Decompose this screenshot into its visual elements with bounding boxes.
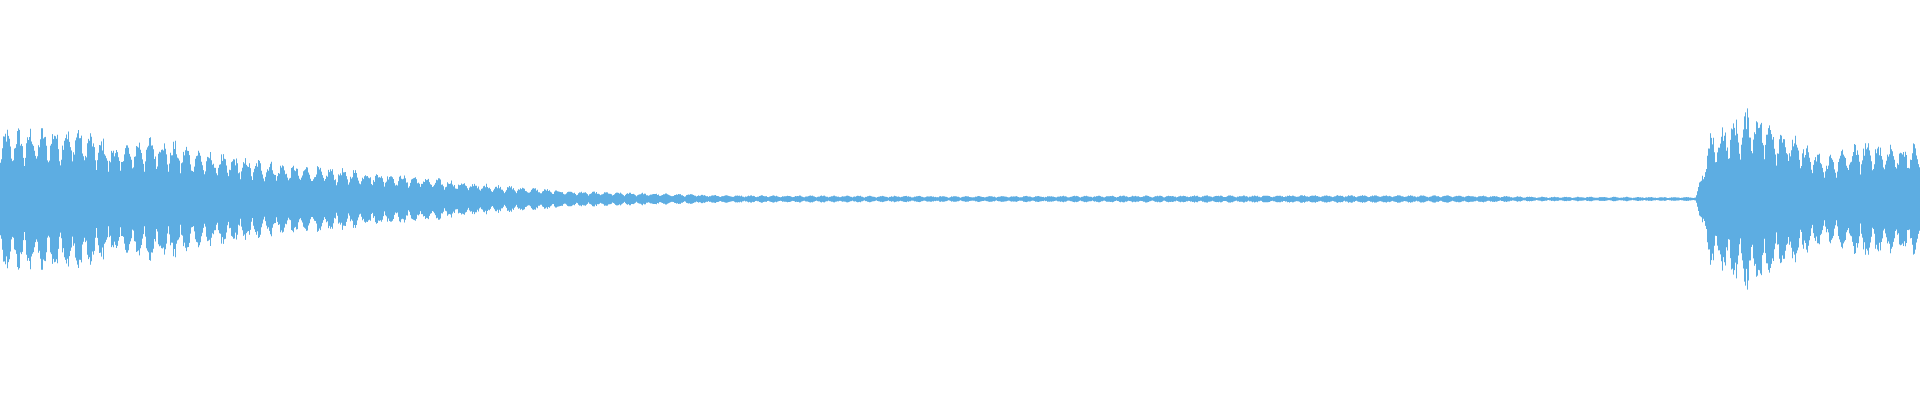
waveform-bars [0, 108, 1920, 290]
